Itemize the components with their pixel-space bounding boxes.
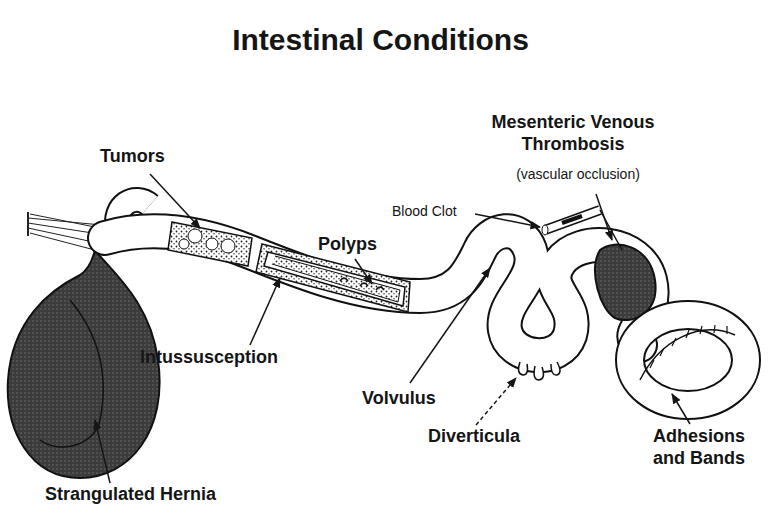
page-title: Intestinal Conditions [0,22,765,58]
callout-label: Intussusception [140,347,340,369]
callout-label: (vascular occlusion) [498,166,658,183]
callout-label: Polyps [318,234,408,256]
leader-line [95,174,690,483]
callout-label: Diverticula [428,426,568,448]
thrombosed-segment [595,245,655,321]
callout-label: Strangulated Hernia [45,484,285,506]
callout-label: Tumors [100,146,210,168]
diverticula [519,362,560,380]
adhesion-loop [630,315,746,405]
intussusception-cutaway [256,244,410,312]
callout-label: Mesenteric Venous Thrombosis [458,112,688,155]
callout-label: Volvulus [362,388,472,410]
callout-label: Adhesions and Bands [636,426,762,469]
callout-label: Blood Clot [392,203,482,220]
tumor-cutaway [168,222,252,266]
blood-clot [542,210,622,250]
hernia-sac [8,250,160,478]
